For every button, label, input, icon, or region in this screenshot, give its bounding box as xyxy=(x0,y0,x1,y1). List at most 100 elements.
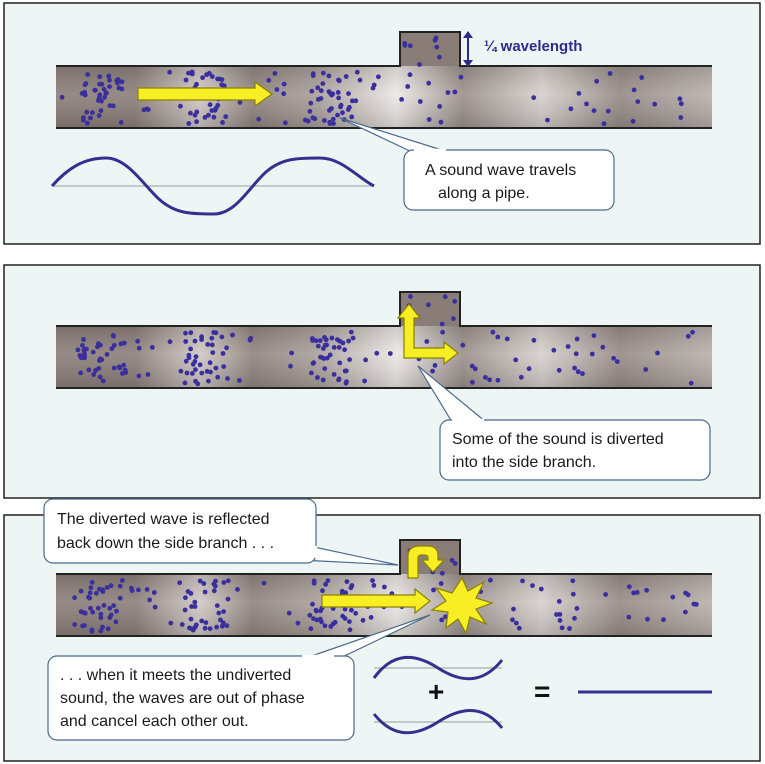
sound-particle xyxy=(178,368,184,374)
sound-particle xyxy=(327,352,333,358)
sound-particle xyxy=(90,110,95,115)
sound-particle xyxy=(97,74,103,80)
sound-particle xyxy=(626,614,632,620)
sound-particle xyxy=(211,114,217,120)
sound-particle xyxy=(368,615,374,620)
sound-particle xyxy=(194,119,200,125)
sound-particle xyxy=(95,344,100,350)
sound-particle xyxy=(152,604,158,610)
sound-particle xyxy=(570,591,576,597)
sound-particle xyxy=(235,587,240,592)
sound-particle xyxy=(678,101,684,107)
sound-particle xyxy=(631,87,637,93)
callout-3-bottom-line-2: sound, the waves are out of phase xyxy=(60,690,305,707)
sound-particle xyxy=(347,619,352,624)
sound-particle xyxy=(81,337,86,342)
sound-particle xyxy=(205,342,211,347)
sound-particle xyxy=(144,587,150,592)
callout-1: A sound wave travels along a pipe. xyxy=(339,117,615,211)
sound-particle xyxy=(407,72,413,78)
sound-particle xyxy=(538,586,544,592)
sound-particle xyxy=(322,118,327,123)
callout-2: Some of the sound is diverted into the s… xyxy=(417,365,711,481)
sound-particle xyxy=(513,357,519,363)
sound-particle xyxy=(100,587,106,593)
sound-particle xyxy=(584,101,589,107)
pipe xyxy=(56,573,712,637)
sound-particle xyxy=(214,603,220,608)
sound-particle xyxy=(225,376,230,381)
sound-particle xyxy=(78,355,84,361)
sound-particle xyxy=(90,609,96,615)
sound-particle xyxy=(452,89,458,95)
sound-particle xyxy=(504,336,510,342)
sound-particle xyxy=(84,109,90,115)
sound-particle xyxy=(330,116,336,122)
sound-particle xyxy=(193,367,198,372)
sound-particle xyxy=(261,580,267,586)
sound-particle xyxy=(86,594,91,600)
sound-particle xyxy=(75,347,81,353)
svg-text:The diverted wave is reflected: The diverted wave is reflected back down… xyxy=(57,511,274,552)
sound-particle xyxy=(513,620,519,626)
sound-particle xyxy=(107,615,113,620)
sound-particle xyxy=(219,334,225,340)
sound-particle xyxy=(188,346,194,352)
sound-particle xyxy=(510,617,515,623)
sound-particle xyxy=(349,607,354,613)
sound-particle xyxy=(315,375,320,380)
sound-particle xyxy=(288,363,293,369)
sound-particle xyxy=(328,624,334,629)
sound-particle xyxy=(363,357,368,363)
sound-particle xyxy=(343,74,349,79)
sound-particle xyxy=(111,342,117,348)
sound-particle xyxy=(195,381,201,387)
sound-particle xyxy=(495,334,501,340)
sound-particle xyxy=(149,345,155,350)
sound-particle xyxy=(326,73,332,79)
sound-particle xyxy=(568,106,574,112)
sound-particle xyxy=(348,329,354,335)
sound-particle xyxy=(370,85,376,91)
sound-particle xyxy=(556,599,562,604)
sound-particle xyxy=(202,625,208,631)
wave-a-curve xyxy=(372,655,504,681)
sound-particle xyxy=(490,329,496,335)
sound-particle xyxy=(116,85,122,91)
sound-particle xyxy=(387,351,393,356)
sound-particle xyxy=(309,370,314,376)
sound-particle xyxy=(591,108,597,113)
sound-particle xyxy=(442,294,448,300)
sound-particle xyxy=(206,112,211,118)
sound-particle xyxy=(144,106,150,112)
sound-particle xyxy=(551,347,557,353)
svg-text:. . . when it meets the undive: . . . when it meets the undiverted sound… xyxy=(60,667,309,730)
sound-particle xyxy=(98,615,104,621)
sound-particle xyxy=(101,86,107,92)
sound-particle xyxy=(106,73,112,79)
sound-particle xyxy=(97,374,103,380)
sound-particles xyxy=(59,35,684,127)
sound-particle xyxy=(188,616,194,622)
sound-particle xyxy=(688,380,694,386)
sound-particle xyxy=(483,375,488,380)
sound-particle xyxy=(430,368,435,374)
sound-particle xyxy=(78,609,84,615)
sound-particle xyxy=(98,81,103,87)
sound-particle xyxy=(311,580,317,586)
sound-particle xyxy=(223,114,229,120)
sound-particle xyxy=(573,351,579,357)
sound-particle xyxy=(104,352,110,357)
sound-particle xyxy=(526,366,532,372)
sound-particle xyxy=(309,88,315,94)
sound-particle xyxy=(88,115,93,121)
sound-particle xyxy=(670,594,676,600)
pipe xyxy=(56,65,712,129)
sound-particle xyxy=(343,590,348,596)
sound-particle xyxy=(353,98,359,104)
sound-particle xyxy=(101,603,107,608)
sound-particle xyxy=(96,366,102,371)
sound-particle xyxy=(95,605,101,611)
sound-particle xyxy=(295,620,301,626)
sound-particle xyxy=(88,585,94,591)
